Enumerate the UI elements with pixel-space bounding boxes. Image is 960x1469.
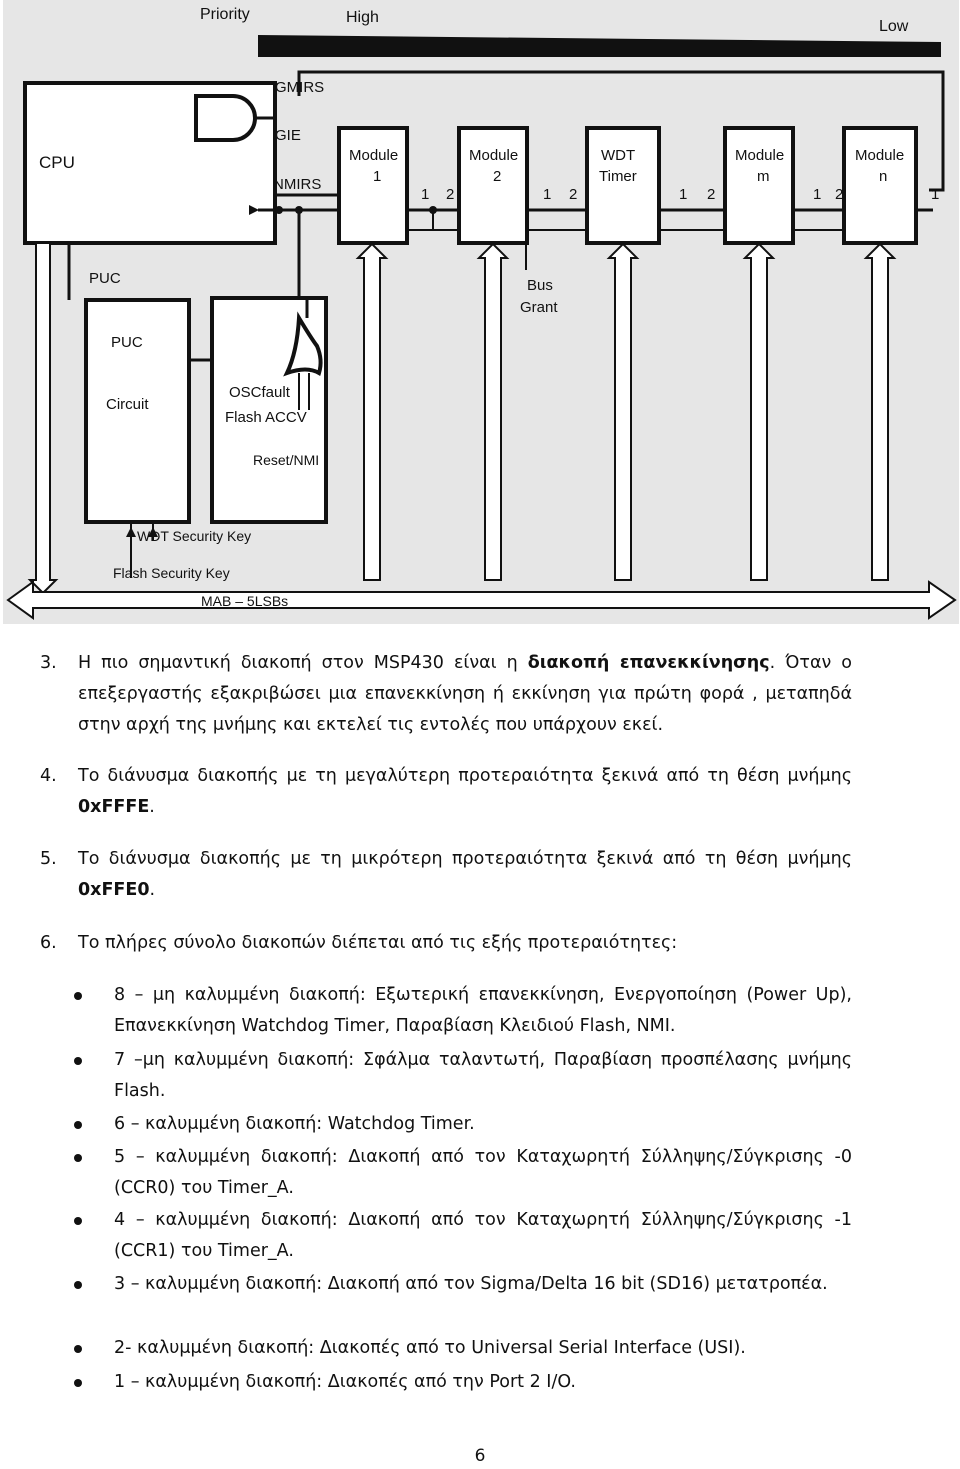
mab-bus-arrow — [6, 580, 957, 620]
reset-nmi-label: Reset/NMI — [253, 452, 319, 468]
bullet-item: 4 – καλυμμένη διακοπή: Διακοπή από τον Κ… — [74, 1205, 852, 1267]
priority-label: Priority — [200, 6, 250, 23]
module-wdt-timer: WDT Timer — [585, 126, 661, 245]
svg-text:Module: Module — [735, 147, 784, 164]
and-gate — [194, 94, 257, 142]
puc-circuit-box — [84, 298, 191, 524]
module-m: Module m — [723, 126, 795, 245]
mab-label: MAB – 5LSBs — [201, 593, 288, 609]
interrupt-priority-diagram: Priority High Low CPU GMIRS GIE NMIRS Mo… — [3, 0, 959, 624]
low-label: Low — [879, 18, 909, 35]
list-item-3: 3. Η πιο σημαντική διακοπή στον MSP430 ε… — [40, 648, 852, 741]
svg-text:n: n — [879, 168, 887, 185]
item-text: Το πλήρες σύνολο διακοπών διέπεται από τ… — [78, 933, 678, 953]
bullet-item: 1 – καλυμμένη διακοπή: Διακοπές από την … — [74, 1367, 852, 1398]
diagram-svg: Priority High Low CPU GMIRS GIE NMIRS Mo… — [6, 6, 957, 620]
svg-text:1: 1 — [373, 168, 381, 185]
pin-label: 2 — [569, 186, 577, 203]
svg-text:Module: Module — [469, 147, 518, 164]
item-number: 6. — [40, 933, 57, 953]
oscfault-label: OSCfault — [229, 384, 291, 401]
bullet-item: 8 – μη καλυμμένη διακοπή: Εξωτερική επαν… — [74, 980, 852, 1042]
list-item-5: 5. Το διάνυσμα διακοπής με τη μικρότερη … — [40, 844, 852, 906]
list-item-6: 6. Το πλήρες σύνολο διακοπών διέπεται απ… — [40, 928, 852, 959]
svg-text:WDT: WDT — [601, 147, 635, 164]
nmirs-label: NMIRS — [273, 176, 321, 193]
pin-label: 2 — [835, 186, 843, 203]
item-text: Το διάνυσμα διακοπής με τη μικρότερη προ… — [78, 849, 852, 900]
gie-label: GIE — [275, 127, 301, 144]
wdt-security-key-label: WDT Security Key — [137, 528, 251, 544]
flash-accv-label: Flash ACCV — [225, 409, 307, 426]
feedback-line — [297, 70, 945, 192]
item-text: Το διάνυσμα διακοπής με τη μεγαλύτερη πρ… — [78, 766, 852, 817]
priority-wedge — [258, 35, 941, 57]
module-1: Module 1 — [337, 126, 409, 245]
item-text: Η πιο σημαντική διακοπή στον MSP430 είνα… — [78, 653, 852, 735]
bullet-item: 2- καλυμμένη διακοπή: Διακοπές από το Un… — [74, 1333, 852, 1364]
page-number: 6 — [474, 1446, 486, 1466]
flash-security-key-label: Flash Security Key — [113, 565, 230, 581]
item-number: 4. — [40, 766, 57, 786]
bus-grant-label: Bus — [527, 277, 553, 294]
pin-label: 1 — [813, 186, 821, 203]
pin-label: 2 — [707, 186, 715, 203]
item-number: 5. — [40, 849, 57, 869]
bullet-item: 6 – καλυμμένη διακοπή: Watchdog Timer. — [74, 1109, 852, 1140]
module-2: Module 2 — [457, 126, 529, 245]
pin-label: 1 — [931, 186, 939, 203]
pin-label: 1 — [543, 186, 551, 203]
puc-circuit-label: PUC — [111, 334, 143, 351]
svg-text:Module: Module — [855, 147, 904, 164]
puc-label: PUC — [89, 270, 121, 287]
high-label: High — [346, 9, 379, 26]
cpu-label: CPU — [39, 153, 75, 172]
item-number: 3. — [40, 653, 57, 673]
pin-label: 1 — [679, 186, 687, 203]
puc-circuit-label: Circuit — [106, 396, 149, 413]
bus-grant-label: Grant — [520, 299, 558, 316]
svg-text:Module: Module — [349, 147, 398, 164]
svg-text:2: 2 — [493, 168, 501, 185]
pin-label: 2 — [446, 186, 454, 203]
svg-text:Timer: Timer — [599, 168, 637, 185]
bullet-item: 7 –μη καλυμμένη διακοπή: Σφάλμα ταλαντωτ… — [74, 1045, 852, 1107]
bullet-item: 3 – καλυμμένη διακοπή: Διακοπή από τον S… — [74, 1269, 852, 1300]
or-gate — [283, 311, 323, 377]
data-bus-arrows — [27, 242, 897, 595]
module-n: Module n — [842, 126, 918, 245]
pin-label: 1 — [421, 186, 429, 203]
bullet-item: 5 – καλυμμένη διακοπή: Διακοπή από τον Κ… — [74, 1142, 852, 1204]
svg-text:m: m — [757, 168, 770, 185]
list-item-4: 4. Το διάνυσμα διακοπής με τη μεγαλύτερη… — [40, 761, 852, 823]
